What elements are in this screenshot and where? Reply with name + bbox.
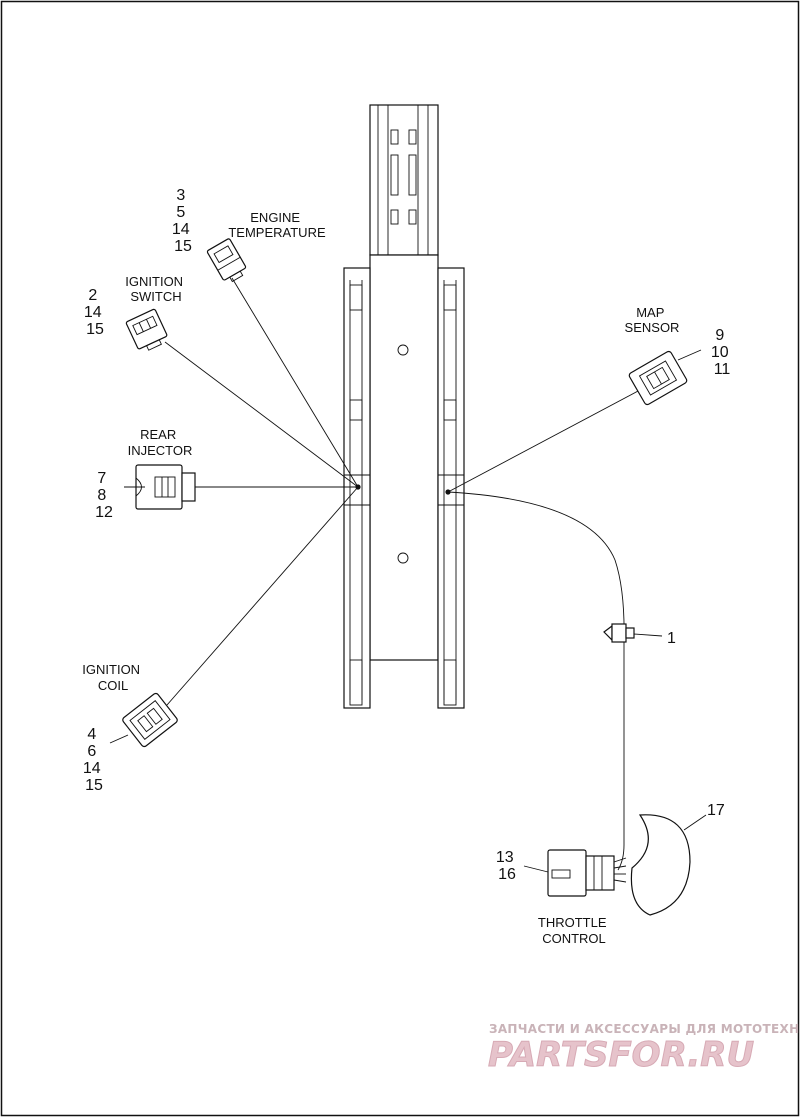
rear-injector-label: REAR INJECTOR — [128, 427, 193, 458]
ignition-switch-callouts: 2 14 15 — [84, 287, 106, 338]
ignition-coil-callouts: 4 6 14 15 — [83, 726, 105, 794]
throttle-control-label: THROTTLE CONTROL — [538, 915, 610, 946]
ignition-coil-connector — [122, 692, 178, 748]
engine-temperature-callouts: 3 5 14 15 — [172, 187, 194, 255]
watermark-logo: PARTSFOR.RU — [488, 1035, 754, 1075]
frame-backbone — [343, 104, 465, 709]
rear-injector-callouts: 7 8 12 — [95, 470, 113, 521]
engine-temperature-connector — [206, 238, 247, 283]
ignition-switch-label: IGNITION SWITCH — [125, 274, 186, 304]
throttle-cover — [630, 814, 691, 916]
leader-lines — [109, 349, 707, 873]
ignition-switch-connector — [125, 308, 168, 351]
map-sensor-connector — [628, 350, 688, 406]
ignition-coil-label: IGNITION COIL — [82, 662, 143, 693]
harness-wires — [164, 277, 641, 871]
engine-temperature-label: ENGINE TEMPERATURE — [228, 210, 326, 240]
throttle-control-connector — [547, 849, 627, 897]
rear-injector-connector — [135, 464, 196, 510]
map-sensor-label: MAP SENSOR — [625, 305, 680, 335]
clip-callout: 1 — [667, 630, 676, 647]
harness-clip — [603, 623, 635, 643]
watermark-tagline: ЗАПЧАСТИ И АКСЕССУАРЫ ДЛЯ МОТОТЕХНИКИ — [489, 1022, 800, 1036]
cover-callout: 17 — [707, 802, 725, 819]
map-sensor-callouts: 9 10 11 — [711, 327, 733, 378]
throttle-control-callouts: 13 16 — [496, 849, 518, 883]
